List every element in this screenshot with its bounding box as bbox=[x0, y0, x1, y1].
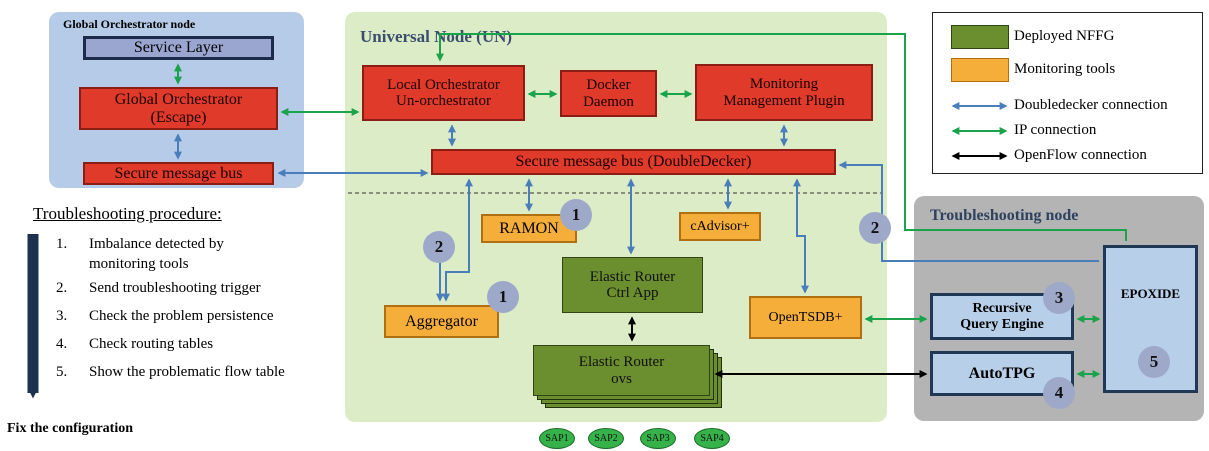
badge-epoxide: 5 bbox=[1138, 346, 1170, 378]
troubleshooting-title: Troubleshooting node bbox=[930, 207, 1079, 224]
sap-4: SAP4 bbox=[694, 428, 730, 449]
er-ovs-box: Elastic Router ovs bbox=[533, 345, 710, 396]
legend-ip-label: IP connection bbox=[1014, 122, 1097, 138]
sap-1: SAP1 bbox=[539, 428, 575, 449]
monitoring-plugin-box: Monitoring Management Plugin bbox=[695, 64, 873, 121]
procedure-step: 3. Check the problem persistence bbox=[56, 308, 274, 324]
er-ctrl-app-box: Elastic Router Ctrl App bbox=[562, 257, 703, 313]
universal-node-title: Universal Node (UN) bbox=[360, 27, 513, 46]
wire-bus-to-opentsdb bbox=[793, 178, 809, 294]
badge-rqe: 3 bbox=[1043, 282, 1075, 314]
sap-3: SAP3 bbox=[640, 428, 676, 449]
legend-deployed-label: Deployed NFFG bbox=[1014, 28, 1115, 44]
wire-aggregator-to-bus bbox=[442, 178, 473, 302]
cadvisor-box: cAdvisor+ bbox=[679, 212, 761, 241]
opentsdb-box: OpenTSDB+ bbox=[749, 296, 862, 339]
service-layer-box: Service Layer bbox=[83, 36, 274, 60]
legend-openflow-label: OpenFlow connection bbox=[1014, 147, 1147, 163]
badge-ramon: 1 bbox=[560, 199, 592, 231]
sap-2: SAP2 bbox=[588, 428, 624, 449]
legend-monitoring-label: Monitoring tools bbox=[1014, 61, 1116, 77]
badge-aggregator: 1 bbox=[487, 281, 519, 313]
legend-deployed-swatch bbox=[951, 25, 1009, 49]
docker-daemon-box: Docker Daemon bbox=[560, 70, 657, 117]
badge-left-trigger: 2 bbox=[423, 231, 455, 263]
procedure-step: 4. Check routing tables bbox=[56, 336, 214, 352]
procedure-title: Troubleshooting procedure: bbox=[33, 204, 222, 223]
global-orchestrator-box: Global Orchestrator (Escape) bbox=[79, 87, 278, 130]
local-orchestrator-box: Local Orchestrator Un-orchestrator bbox=[362, 65, 525, 121]
wire-epoxide-ip-to-local bbox=[436, 33, 1127, 241]
procedure-step: 5. Show the problematic flow table bbox=[56, 364, 285, 380]
badge-autotpg: 4 bbox=[1043, 377, 1075, 409]
global-orchestrator-title: Global Orchestrator node bbox=[63, 17, 196, 31]
badge-right-trigger: 2 bbox=[859, 212, 891, 244]
procedure-step: 1. Imbalance detected by monitoring tool… bbox=[56, 236, 224, 272]
procedure-steps: 1. Imbalance detected by monitoring tool… bbox=[56, 234, 346, 382]
legend-monitoring-swatch bbox=[951, 58, 1009, 82]
procedure-step: 2. Send troubleshooting trigger bbox=[56, 280, 261, 296]
legend-doubledecker-label: Doubledecker connection bbox=[1014, 97, 1168, 113]
global-secure-bus-box: Secure message bus bbox=[83, 162, 274, 185]
procedure-final-step: Fix the configuration bbox=[7, 421, 133, 436]
un-secure-bus-box: Secure message bus (DoubleDecker) bbox=[431, 149, 836, 175]
aggregator-box: Aggregator bbox=[384, 305, 499, 338]
